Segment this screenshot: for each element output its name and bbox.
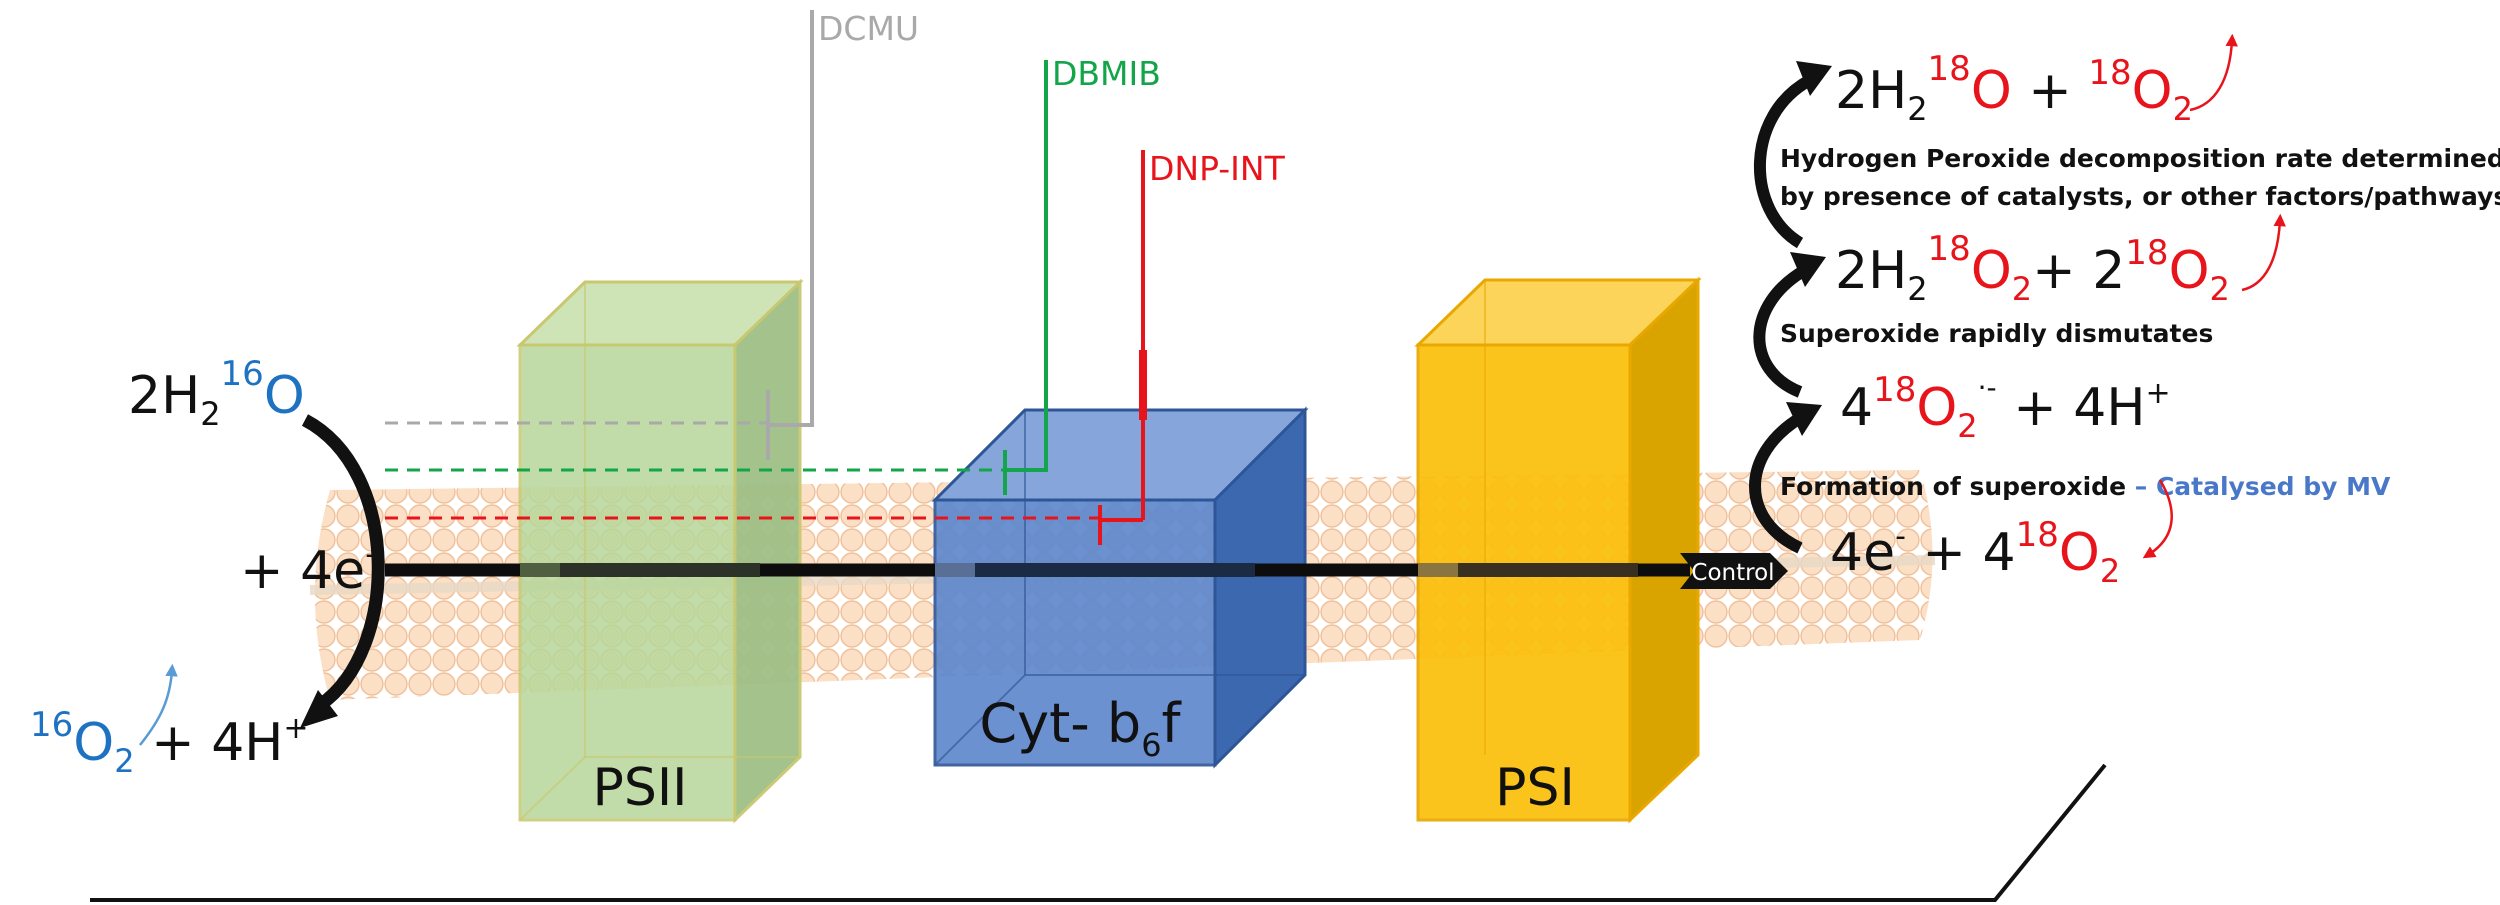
dcmu-label: DCMU: [818, 9, 919, 48]
oxygen-escape-arrow-mid: [2241, 213, 2286, 292]
electron-transport-line: [385, 563, 1690, 577]
oxygen-released: 16O2 + 4H+: [30, 705, 309, 780]
equation-hydrogen-peroxide: 2H218O2+ 218O2: [1835, 229, 2230, 308]
equation-superoxide: 418O2·- + 4H+: [1840, 370, 2171, 445]
psi-label: PSI: [1495, 758, 1575, 818]
inhibitor-dbmib: DBMIB: [385, 54, 1161, 495]
inhibitor-dnp-int: DNP-INT: [385, 149, 1286, 545]
note-superoxide-formation: Formation of superoxide – Catalysed by M…: [1780, 472, 2391, 501]
note-h2o2-decomposition-1: Hydrogen Peroxide decomposition rate det…: [1780, 144, 2500, 173]
inhibitor-dcmu: DCMU: [385, 9, 919, 460]
water-splitting-arrow: [301, 414, 385, 711]
equation-water-oxygen: 2H218O + 18O2: [1835, 49, 2193, 128]
psii-complex: [516, 278, 804, 824]
equation-electrons-oxygen: 4e- + 418O2: [1830, 515, 2120, 590]
dbmib-label: DBMIB: [1052, 54, 1161, 93]
control-label: Control: [1691, 560, 1774, 586]
electrons-released: + 4e-: [240, 537, 376, 601]
reaction-arrow-1: [1749, 412, 1804, 554]
water-formula: 2H216O: [128, 354, 305, 433]
control-tag: Control: [1680, 553, 1788, 589]
reaction-arrow-3: [1754, 74, 1814, 249]
cytb6f-label: Cyt- b6f: [979, 692, 1182, 764]
psi-complex: [1414, 276, 1702, 824]
dnp-int-label: DNP-INT: [1149, 149, 1286, 188]
psii-label: PSII: [592, 758, 687, 818]
oxygen-escape-arrow-top: [2189, 33, 2238, 112]
reaction-arrow-2: [1753, 264, 1809, 398]
oxygen-release-arrow: [139, 663, 178, 746]
note-superoxide-dismutates: Superoxide rapidly dismutates: [1780, 319, 2213, 348]
floor-line: [90, 763, 2107, 902]
note-h2o2-decomposition-2: by presence of catalysts, or other facto…: [1780, 182, 2500, 211]
mv-catalysis-arrow: [2142, 479, 2173, 559]
